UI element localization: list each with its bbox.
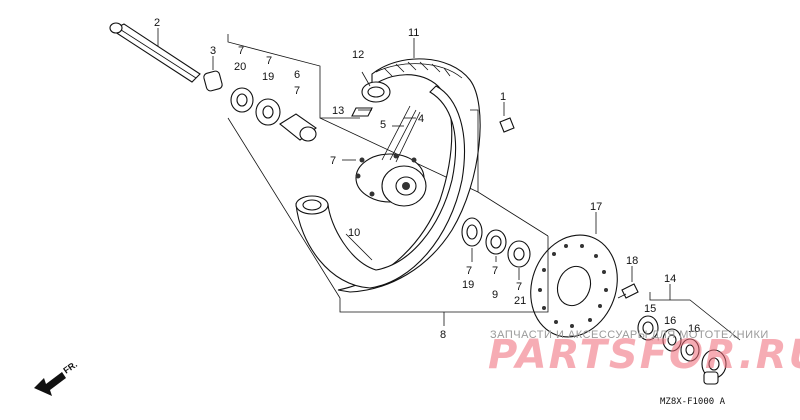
brake-disc bbox=[530, 234, 618, 338]
wheel-hub bbox=[355, 153, 427, 207]
callout-6: 6 bbox=[294, 69, 300, 81]
callout-7: 7 bbox=[238, 45, 244, 57]
bearing-left-20 bbox=[230, 87, 254, 113]
callout-11: 11 bbox=[408, 27, 419, 39]
watermark-brand: PARTSFOR.RU bbox=[488, 332, 800, 378]
bearing-9 bbox=[485, 229, 507, 255]
retainer-15 bbox=[637, 315, 659, 341]
callout-3: 3 bbox=[210, 45, 216, 57]
callout-17: 17 bbox=[590, 201, 602, 213]
speedometer-gearbox bbox=[701, 349, 727, 385]
callout-9: 9 bbox=[492, 289, 498, 301]
axle-collar bbox=[203, 70, 223, 92]
disc-bolt bbox=[617, 283, 639, 299]
watermark-tagline: ЗАПЧАСТИ И АКСЕССУАРЫ ДЛЯ МОТОТЕХНИКИ bbox=[490, 329, 769, 341]
callout-labels: 2 3 7 20 7 19 6 7 11 12 13 5 4 7 1 10 7 … bbox=[154, 17, 700, 341]
inner-tube-valve bbox=[351, 71, 391, 117]
callout-7: 7 bbox=[466, 265, 472, 277]
callout-18: 18 bbox=[626, 255, 638, 267]
callout-21: 21 bbox=[514, 295, 526, 307]
callout-10: 10 bbox=[348, 227, 360, 239]
callout-13: 13 bbox=[332, 105, 344, 117]
seal-16-a bbox=[662, 328, 682, 352]
bearing-21 bbox=[507, 240, 531, 268]
callout-7: 7 bbox=[266, 55, 272, 67]
callout-19: 19 bbox=[262, 71, 274, 83]
diagram-code: MZ8X-F1000 A bbox=[660, 397, 726, 407]
callout-7: 7 bbox=[492, 265, 498, 277]
balance-weight bbox=[499, 117, 515, 133]
callout-15: 15 bbox=[644, 303, 656, 315]
callout-16: 16 bbox=[664, 315, 676, 327]
front-axle bbox=[109, 22, 201, 83]
dust-seal-19-top bbox=[255, 98, 281, 126]
direction-label: FR. bbox=[61, 359, 79, 376]
callout-14: 14 bbox=[664, 273, 676, 285]
front-direction-arrow-icon bbox=[34, 372, 66, 396]
callout-7: 7 bbox=[330, 155, 336, 167]
callout-4: 4 bbox=[418, 113, 424, 125]
seal-16-b bbox=[680, 338, 700, 362]
callout-5: 5 bbox=[380, 119, 386, 131]
callout-7: 7 bbox=[294, 85, 300, 97]
callout-19: 19 bbox=[462, 279, 474, 291]
wheel-rim bbox=[295, 85, 465, 289]
callout-16: 16 bbox=[688, 323, 700, 335]
callout-1: 1 bbox=[500, 91, 506, 103]
callout-8: 8 bbox=[440, 329, 446, 341]
callout-2: 2 bbox=[154, 17, 160, 29]
callout-20: 20 bbox=[234, 61, 246, 73]
callout-7: 7 bbox=[516, 281, 522, 293]
distance-collar bbox=[279, 113, 317, 142]
callout-12: 12 bbox=[352, 49, 364, 61]
dust-seal-19-right bbox=[461, 217, 483, 247]
